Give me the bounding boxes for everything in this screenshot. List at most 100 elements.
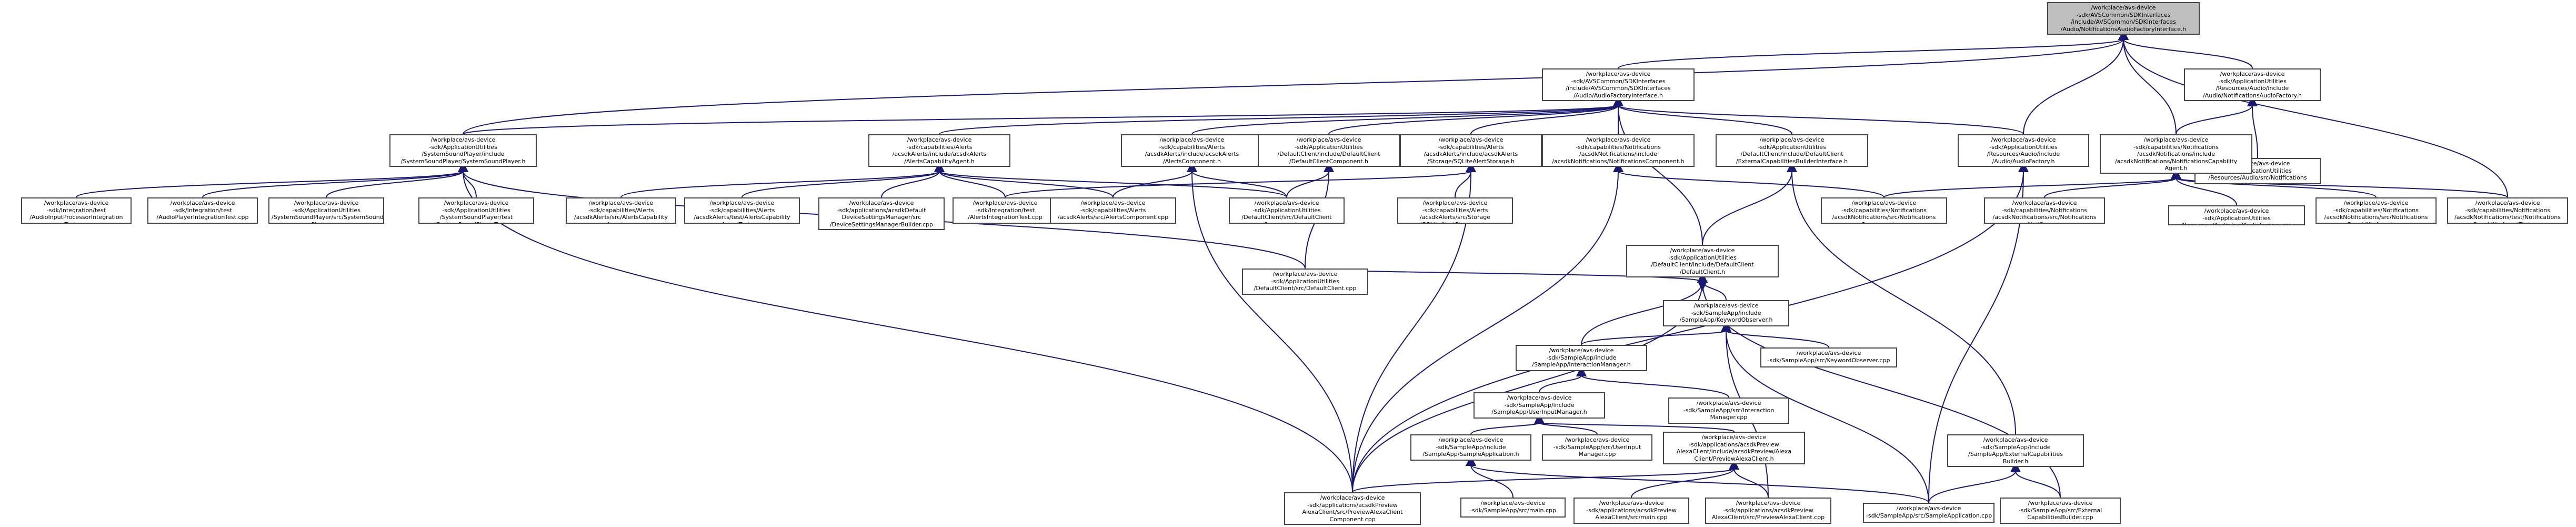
file-node-kwo-h[interactable]: /workplace/avs-device-sdk/SampleApp/incl… [1663,300,1789,326]
file-node-label-line: /acsdkAlerts/include/acsdkAlerts [892,151,987,157]
dependency-edge [1352,162,1476,493]
dependency-edge [1187,162,1353,493]
file-node-pac-cpp[interactable]: /workplace/avs-device-sdk/applications/a… [1705,498,1831,524]
dependency-edge [620,162,945,198]
file-node-dsm-cpp[interactable]: /workplace/avs-device-sdk/applications/a… [818,197,945,230]
file-node-label-line: /SampleApp/ExternalCapabilities [1968,451,2063,458]
file-node-alerts-cap-h[interactable]: /workplace/avs-device-sdk/capabilities/A… [868,134,1010,167]
file-node-label-line: /acsdkAlerts/include/acsdkAlerts [1424,151,1518,157]
dependency-edge [1883,168,2181,198]
file-node-label-line: -sdk/SampleApp/include [1980,443,2051,451]
file-node-t-audioplayer[interactable]: /workplace/avs-device-sdk/Integration/te… [147,197,258,224]
file-node-label-line: /acsdkNotifications/include [1579,151,1657,157]
file-node-ecb-h[interactable]: /workplace/avs-device-sdk/ApplicationUti… [1716,134,1868,167]
file-node-label-line: -sdk/ApplicationUtilities [429,143,497,151]
file-node-kwo-cpp[interactable]: /workplace/avs-device-sdk/SampleApp/src/… [1760,347,1897,367]
file-node-label-line: /include/AVSCommon/SDKInterfaces [1566,85,1671,92]
file-node-label-line: -sdk/ApplicationUtilities [2202,214,2271,222]
file-node-notif-cap-test[interactable]: /workplace/avs-device-sdk/capabilities/N… [2447,197,2568,224]
dependency-edge [1466,455,1513,498]
file-node-label-line: /workplace/avs-device [1896,505,1961,512]
file-node-uim-h[interactable]: /workplace/avs-device-sdk/SampleApp/incl… [1474,392,1605,419]
file-node-dc-cpp[interactable]: /workplace/avs-device-sdk/ApplicationUti… [1242,269,1368,295]
file-node-naf-cpp2[interactable]: /workplace/avs-device-sdk/ApplicationUti… [2168,205,2305,225]
dependency-edge [2118,29,2177,135]
file-node-label-line: -sdk/Integration/test [46,206,106,214]
file-node-label-line: -sdk/ApplicationUtilities [1271,277,1339,285]
file-node-label-line: /workplace/avs-device [1159,136,1225,143]
file-node-label-line: /ExternalCapabilitiesBuilderInterface.h [1736,157,1848,165]
file-node-sqlite-cpp[interactable]: /workplace/avs-device-sdk/capabilities/A… [1397,197,1513,224]
file-node-label-line: Manager.cpp [1578,451,1616,458]
file-node-main-cpp[interactable]: /workplace/avs-device-sdk/SampleApp/src/… [1460,498,1566,518]
file-node-label-line: /DefaultClient/include/DefaultClient [1651,261,1754,268]
file-node-dcc-h[interactable]: /workplace/avs-device-sdk/ApplicationUti… [1258,134,1400,167]
file-node-sqlite-h[interactable]: /workplace/avs-device-sdk/capabilities/A… [1400,134,1542,167]
file-node-label-line: AlexaClient/include/acsdkPreview/Alexa [1676,448,1792,455]
file-node-uim-cpp[interactable]: /workplace/avs-device-sdk/SampleApp/src/… [1542,434,1652,461]
file-node-pac-h[interactable]: /workplace/avs-device-sdk/applications/a… [1663,432,1805,464]
file-node-label-line: /acsdkAlerts/src/Storage [1419,214,1490,221]
file-node-naf-h[interactable]: /workplace/avs-device-sdk/ApplicationUti… [2184,68,2321,101]
file-node-label-line: /acsdkAlerts/test/AlertsCapability [694,214,790,221]
file-node-label-line: -sdk/ApplicationUtilities [1758,143,1826,151]
file-node-root[interactable]: /workplace/avs-device-sdk/AVSCommon/SDKI… [2047,2,2200,35]
file-node-afi[interactable]: /workplace/avs-device-sdk/AVSCommon/SDKI… [1542,68,1695,101]
file-node-dcc-cpp[interactable]: /workplace/avs-device-sdk/ApplicationUti… [1229,197,1345,224]
file-node-label-line: Client/PreviewAlexaClient.h [1694,455,1774,462]
file-node-ecb-cpp[interactable]: /workplace/avs-device-sdk/SampleApp/src/… [2000,498,2121,524]
file-node-label-line: /workplace/avs-device [1670,247,1735,254]
dependency-edge [1191,96,1623,135]
file-node-sspl-test[interactable]: /workplace/avs-device-sdk/ApplicationUti… [418,197,534,224]
file-node-alerts-comp-h[interactable]: /workplace/avs-device-sdk/capabilities/A… [1121,134,1263,167]
file-node-label-line: /SampleApp/SampleApplication.h [1422,451,1519,458]
file-node-label-line: /SystemSoundPlayer/src/SystemSound [272,214,384,221]
file-node-im-h[interactable]: /workplace/avs-device-sdk/SampleApp/incl… [1516,345,1647,371]
file-node-label-line: /workplace/avs-device [2204,207,2269,214]
file-node-label-line: Notifier.cpp [1987,221,2102,223]
file-node-dc-h[interactable]: /workplace/avs-device-sdk/ApplicationUti… [1626,245,1779,277]
file-node-label-line: /workplace/avs-device [1736,500,1801,506]
file-node-label-line: /acsdkNotifications/src/Notifications [1832,214,1936,221]
dependency-edge [2176,96,2258,135]
dependency-edge [1787,162,2016,435]
file-node-alerts-int-test[interactable]: /workplace/avs-device-sdk/Integration/te… [953,197,1058,224]
file-node-label-line: -sdk/ApplicationUtilities [1989,143,2058,151]
file-node-notif-comp-cpp[interactable]: /workplace/avs-device-sdk/capabilities/N… [1821,197,1947,224]
file-node-sa-cpp[interactable]: /workplace/avs-device-sdk/SampleApp/src/… [1863,503,1994,523]
file-node-alerts-cap-test[interactable]: /workplace/avs-device-sdk/capabilities/A… [684,197,800,224]
file-node-label-line: /workplace/avs-device [1438,136,1503,143]
file-node-label-line: -sdk/ApplicationUtilities [1295,143,1363,151]
dependency-edge [1581,272,1708,345]
file-node-label-line: Builder.h [2002,458,2029,465]
file-node-notif-cap-cpp[interactable]: /workplace/avs-device-sdk/capabilities/N… [2316,197,2437,224]
file-node-sa-h[interactable]: /workplace/avs-device-sdk/SampleApp/incl… [1410,434,1531,461]
file-node-label-line: -sdk/Integration/test [975,206,1035,214]
dependency-edge [2118,29,2253,69]
file-node-label-line: /DefaultClient/src/DefaultClient.cpp [1254,285,1357,292]
file-node-im-cpp[interactable]: /workplace/avs-device-sdk/SampleApp/src/… [1668,397,1789,424]
dependency-edge [1697,272,1727,301]
file-node-label-line: /acsdkNotifications/NotificationsCompone… [1552,157,1685,165]
file-node-audio-factory-h[interactable]: /workplace/avs-device-sdk/ApplicationUti… [1958,134,2089,167]
file-node-alerts-comp-cpp[interactable]: /workplace/avs-device-sdk/capabilities/A… [1050,197,1176,224]
dependency-edge [934,162,1114,198]
file-node-notifier-cpp[interactable]: /workplace/avs-device-sdk/capabilities/N… [1984,197,2105,224]
dependency-edge [1539,366,1587,393]
file-node-alerts-cap-cpp[interactable]: /workplace/avs-device-sdk/capabilities/A… [566,197,676,224]
file-node-sspl-cpp[interactable]: /workplace/avs-device-sdk/ApplicationUti… [268,197,384,224]
file-node-label-line: /workplace/avs-device [2220,71,2285,77]
file-node-t-audioinput[interactable]: /workplace/avs-device-sdk/Integration/te… [21,197,132,224]
file-node-pac-main[interactable]: /workplace/avs-device-sdk/applications/a… [1573,498,1689,524]
file-node-pacc-cpp[interactable]: /workplace/avs-device-sdk/applications/a… [1284,492,1421,525]
file-node-ecb-sa-h[interactable]: /workplace/avs-device-sdk/SampleApp/incl… [1947,434,2084,467]
file-node-label-line: /workplace/avs-device [1080,200,1146,206]
file-node-label-line: /workplace/avs-device [1320,494,1385,501]
dependency-edge [2010,462,2061,498]
dependency-edge [1618,29,2129,69]
file-node-notif-cap-h[interactable]: /workplace/avs-device-sdk/capabilities/N… [2100,134,2252,174]
file-node-notif-comp-h[interactable]: /workplace/avs-device-sdk/capabilities/N… [1542,134,1695,167]
dependency-edge [458,162,1353,493]
file-node-sspl-h[interactable]: /workplace/avs-device-sdk/ApplicationUti… [389,134,537,167]
file-node-label-line: /workplace/avs-device [973,200,1038,206]
